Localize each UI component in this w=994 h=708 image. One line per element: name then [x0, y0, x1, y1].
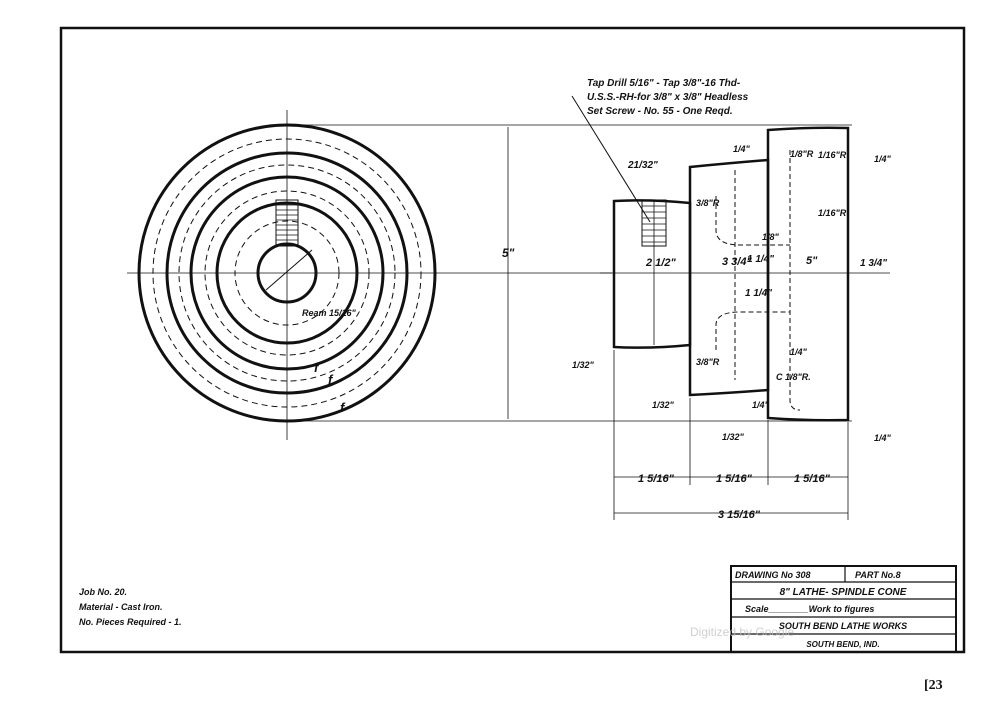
dim-thirty-second: 1/32"	[572, 360, 595, 370]
finish-mark: f	[328, 372, 334, 387]
location: SOUTH BEND, IND.	[806, 640, 879, 649]
hidden-circle	[152, 138, 422, 408]
step-circle	[165, 151, 409, 395]
ream-leader	[265, 249, 313, 291]
set-screw-hole	[275, 199, 299, 247]
drawing-title: 8" LATHE- SPINDLE CONE	[780, 587, 907, 598]
dim-mid-lower: 1 1/4"	[745, 288, 772, 299]
hidden-circle	[178, 164, 396, 382]
thread-hatching	[276, 204, 298, 241]
company: SOUTH BEND LATHE WORKS	[779, 621, 907, 631]
dim-large-right: 1 3/4"	[860, 258, 887, 269]
dim-mid-inner: 1 1/4"	[747, 254, 774, 265]
dim-inner: 1/8"	[762, 232, 780, 242]
hub-circle	[215, 201, 359, 345]
dim-hub-width: 21/32"	[627, 160, 658, 171]
dim-mid-dia: 3 3/4"	[722, 256, 752, 268]
large-step-profile	[766, 126, 850, 422]
job-number: Job No. 20.	[79, 587, 127, 597]
dim-width-hub: 1 5/16"	[638, 473, 675, 485]
pieces-required: No. Pieces Required - 1.	[79, 617, 182, 627]
dim-chamfer: C 1/8"R.	[776, 372, 811, 382]
dim-radius: 1/16"R	[818, 208, 847, 218]
dim-width-large: 1 5/16"	[794, 473, 831, 485]
note-line: U.S.S.-RH-for 3/8" x 3/8" Headless	[587, 92, 749, 103]
hidden-lines	[715, 150, 801, 411]
hidden-circle	[204, 190, 370, 356]
drawing-number: DRAWING No 308	[735, 570, 811, 580]
hub-profile	[612, 199, 692, 349]
dim-width-middle: 1 5/16"	[716, 473, 753, 485]
ream-label: Ream 15/16"	[302, 308, 357, 318]
dim-thirty-second: 1/32"	[722, 432, 745, 442]
width-dimensions	[613, 350, 849, 520]
finish-mark: f	[340, 400, 346, 415]
side-view	[571, 95, 890, 422]
bore-circle	[256, 242, 318, 304]
part-number: PART No.8	[855, 570, 901, 580]
dim-thirty-second: 1/32"	[652, 400, 675, 410]
dim-quarter: 1/4"	[733, 144, 751, 154]
dim-radius: 1/16"R	[818, 150, 847, 160]
page-number: [23	[924, 678, 943, 693]
dim-quarter: 1/4"	[752, 400, 770, 410]
dim-large-dia: 5"	[806, 255, 818, 267]
dim-radius: 3/8"R	[696, 357, 720, 367]
note-line: Tap Drill 5/16" - Tap 3/8"-16 Thd-	[587, 78, 741, 89]
dim-overall-dia: 5"	[502, 246, 515, 260]
dim-radius: 3/8"R	[696, 198, 720, 208]
note-leader	[571, 95, 651, 223]
note-line: Set Screw - No. 55 - One Reqd.	[587, 106, 733, 117]
dim-quarter: 1/4"	[874, 154, 892, 164]
dim-quarter: 1/4"	[874, 433, 892, 443]
dim-radius: 1/8"R	[790, 149, 814, 159]
scale: Scale________Work to figures	[745, 604, 874, 614]
step-circle	[189, 175, 385, 371]
front-view: Ream 15/16" f f f	[127, 110, 612, 440]
dim-quarter: 1/4"	[790, 347, 808, 357]
dim-total-width: 3 15/16"	[718, 509, 761, 521]
drawing-frame	[59, 26, 966, 654]
title-block	[730, 565, 957, 653]
watermark: Digitized by Google	[690, 625, 794, 639]
material: Material - Cast Iron.	[79, 602, 163, 612]
hidden-circle	[234, 220, 340, 326]
finish-mark: f	[314, 360, 320, 375]
dim-hub-dia: 2 1/2"	[645, 257, 676, 269]
